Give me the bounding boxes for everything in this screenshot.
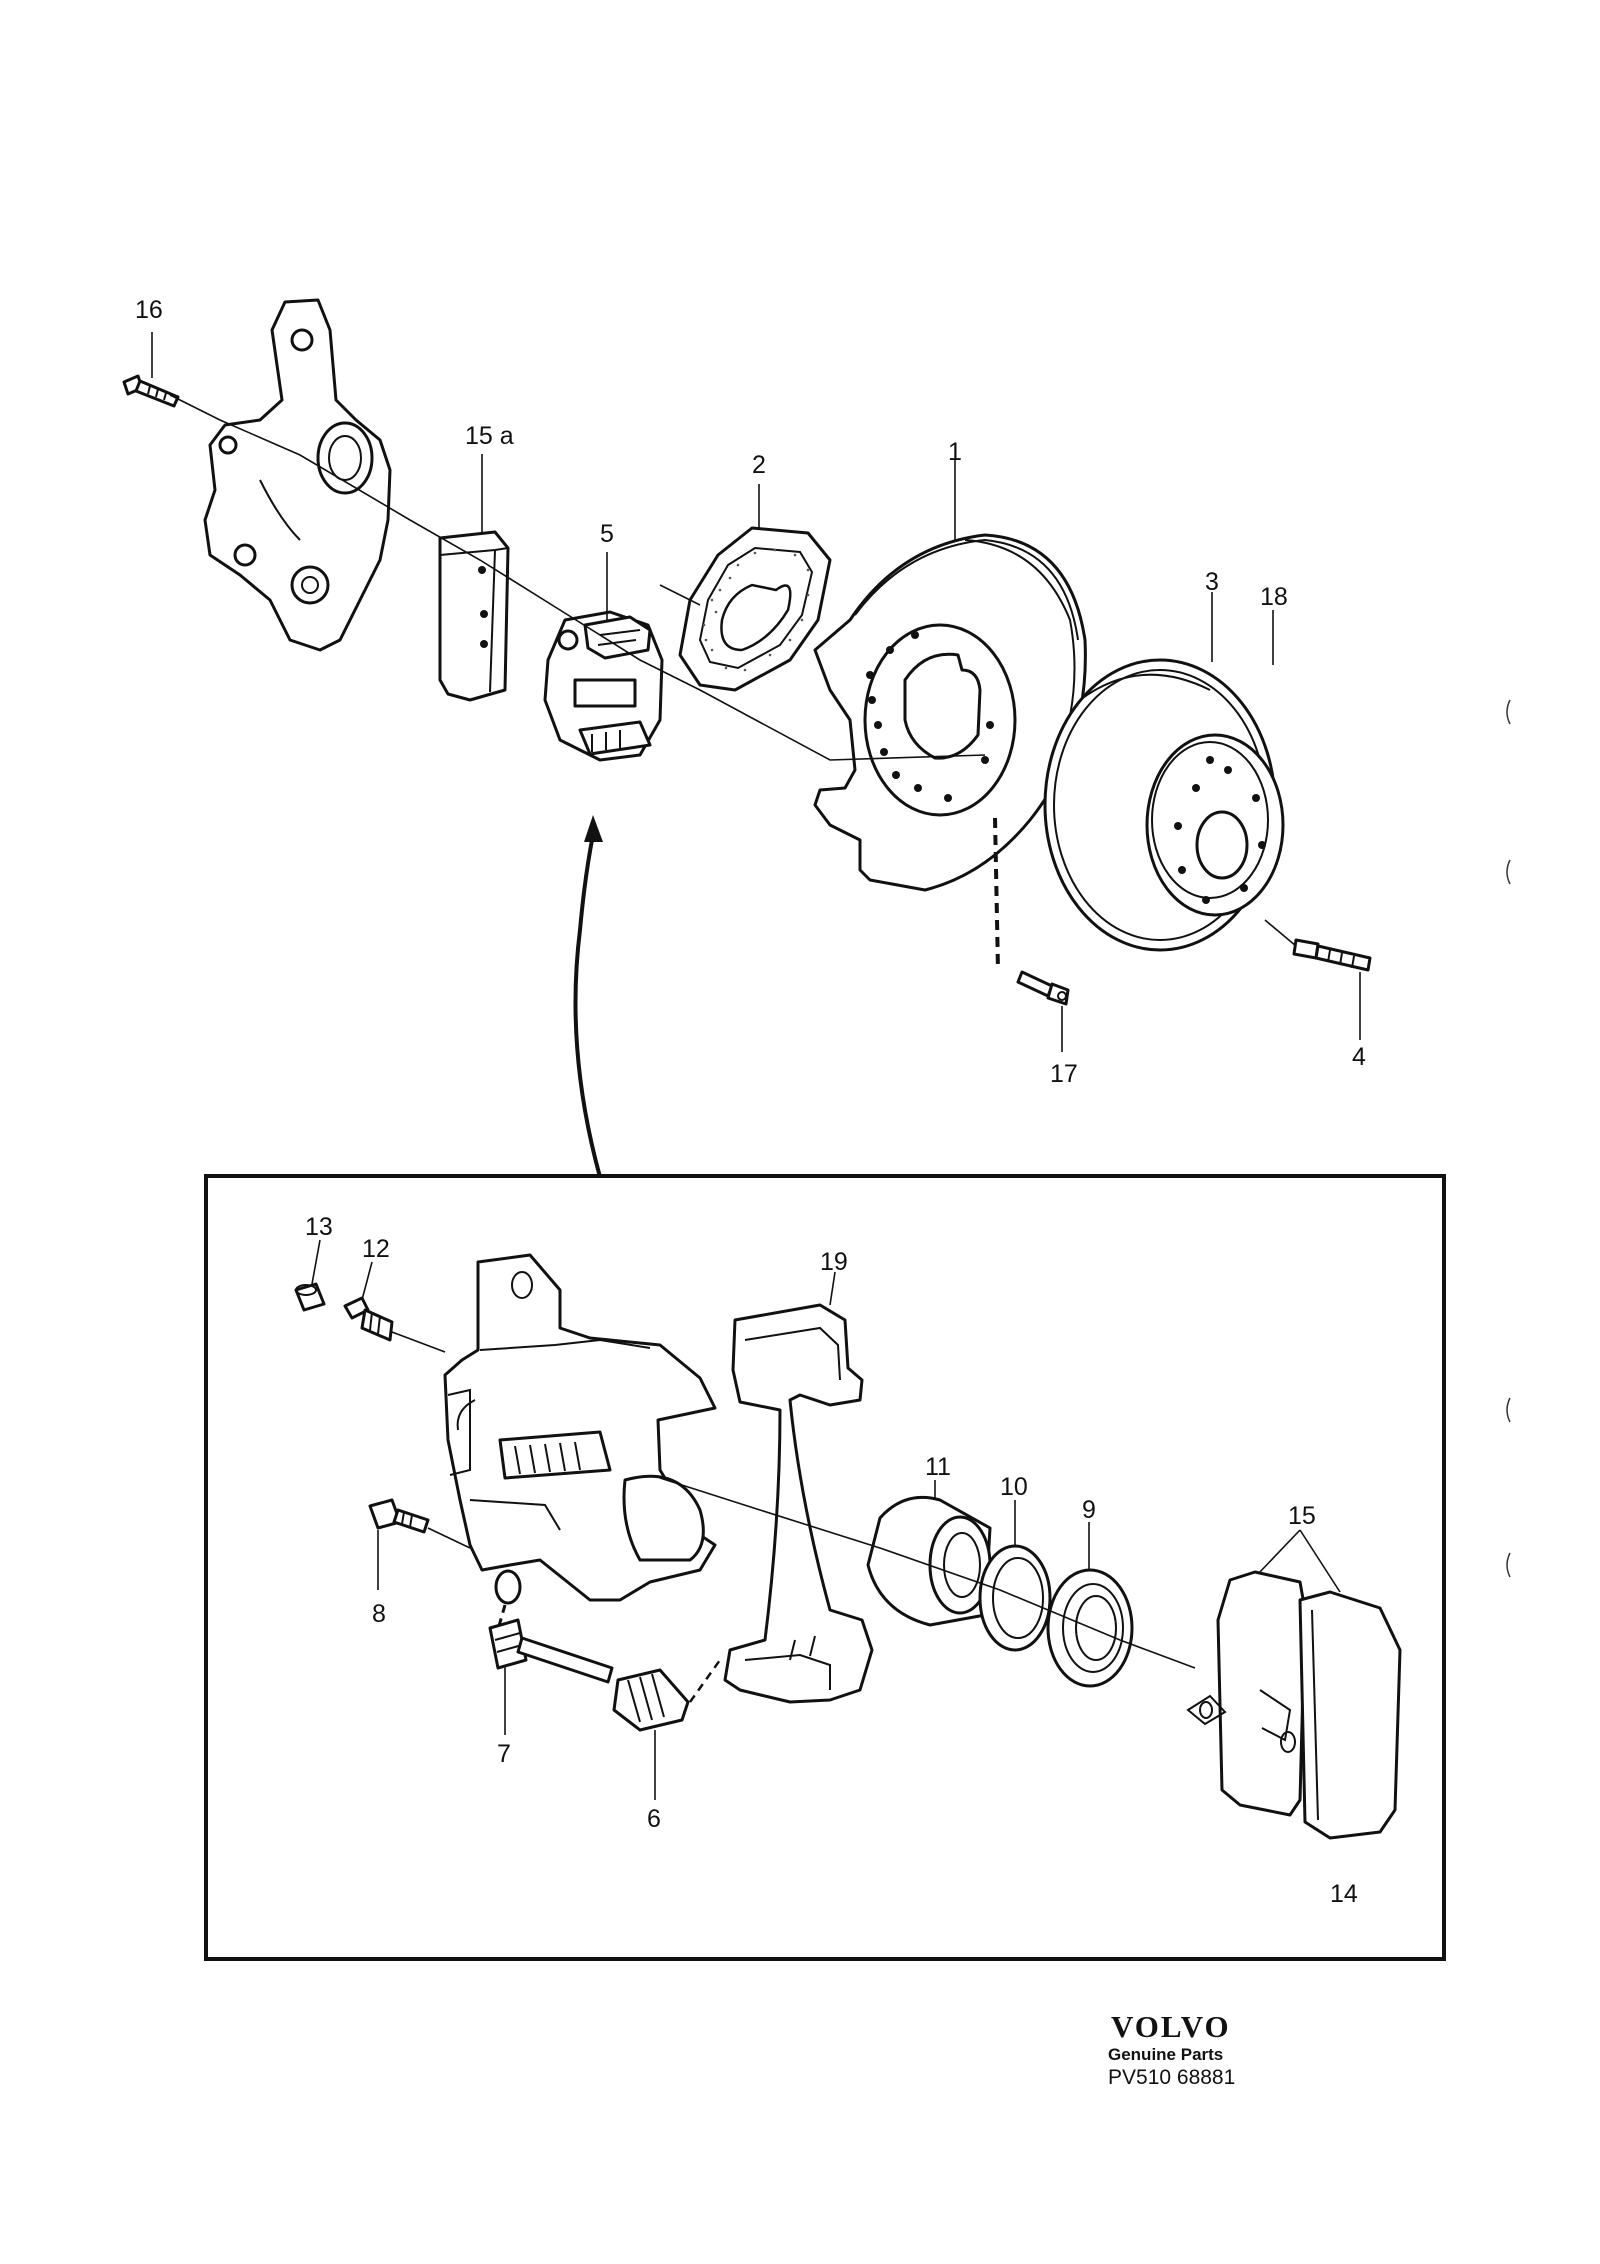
label-19: 19 [820,1248,848,1276]
footer-block: VOLVO Genuine Parts PV510 68881 [1108,2010,1308,2090]
label-17: 17 [1050,1060,1078,1088]
piston-11 [866,1495,992,1627]
detail-frame [204,1174,1446,1961]
label-5: 5 [600,520,614,548]
label-18: 18 [1260,583,1288,611]
caliper-housing [443,1253,717,1641]
footer-subtitle: Genuine Parts [1108,2045,1224,2064]
detail-centerline [659,1477,1196,1669]
label-6: 6 [647,1805,661,1833]
label-14: 14 [1330,1880,1358,1908]
label-15a: 15 a [465,422,514,450]
splash-shield-2 [678,526,832,692]
label-12: 12 [362,1235,390,1263]
detail-leader-lines [311,1239,1341,1800]
brake-disc-3 [1043,658,1285,952]
pad-carrier-19 [723,1303,874,1704]
label-16: 16 [135,296,163,324]
brake-pads-15 [1186,1570,1402,1840]
shield-leader [659,584,701,606]
caliper-assembly-5 [543,610,664,762]
label-4: 4 [1352,1043,1366,1071]
label-10: 10 [1000,1473,1028,1501]
bleeder-cap-13 [294,1282,326,1312]
bolt-16 [122,374,180,408]
piston-seal-10 [978,1544,1052,1652]
label-13: 13 [305,1213,333,1241]
label-11: 11 [925,1453,951,1481]
part-code: PV510 68881 [1108,2066,1236,2089]
label-2: 2 [752,451,766,479]
wheel-bolt-4 [1264,919,1372,972]
assembly-centerline [169,394,986,761]
mounting-bracket-15a [438,530,510,702]
brand-logo: VOLVO [1111,2009,1231,2044]
guide-bolt-8 [368,1498,471,1549]
label-9: 9 [1082,1496,1096,1524]
screw-17 [993,817,1070,1006]
label-1: 1 [948,438,962,466]
guide-pin-7 [488,1618,614,1684]
backing-plate-1 [813,533,1087,892]
steering-knuckle [203,298,392,652]
detail-arrow [573,815,603,1178]
label-3: 3 [1205,568,1219,596]
label-7: 7 [497,1740,511,1768]
label-15: 15 [1288,1502,1316,1530]
label-8: 8 [372,1600,386,1628]
upper-leader-lines [151,332,1361,1052]
bleeder-nipple-12 [343,1296,446,1353]
margin-marks [1506,699,1511,1578]
guide-sleeve-6 [612,1659,722,1732]
